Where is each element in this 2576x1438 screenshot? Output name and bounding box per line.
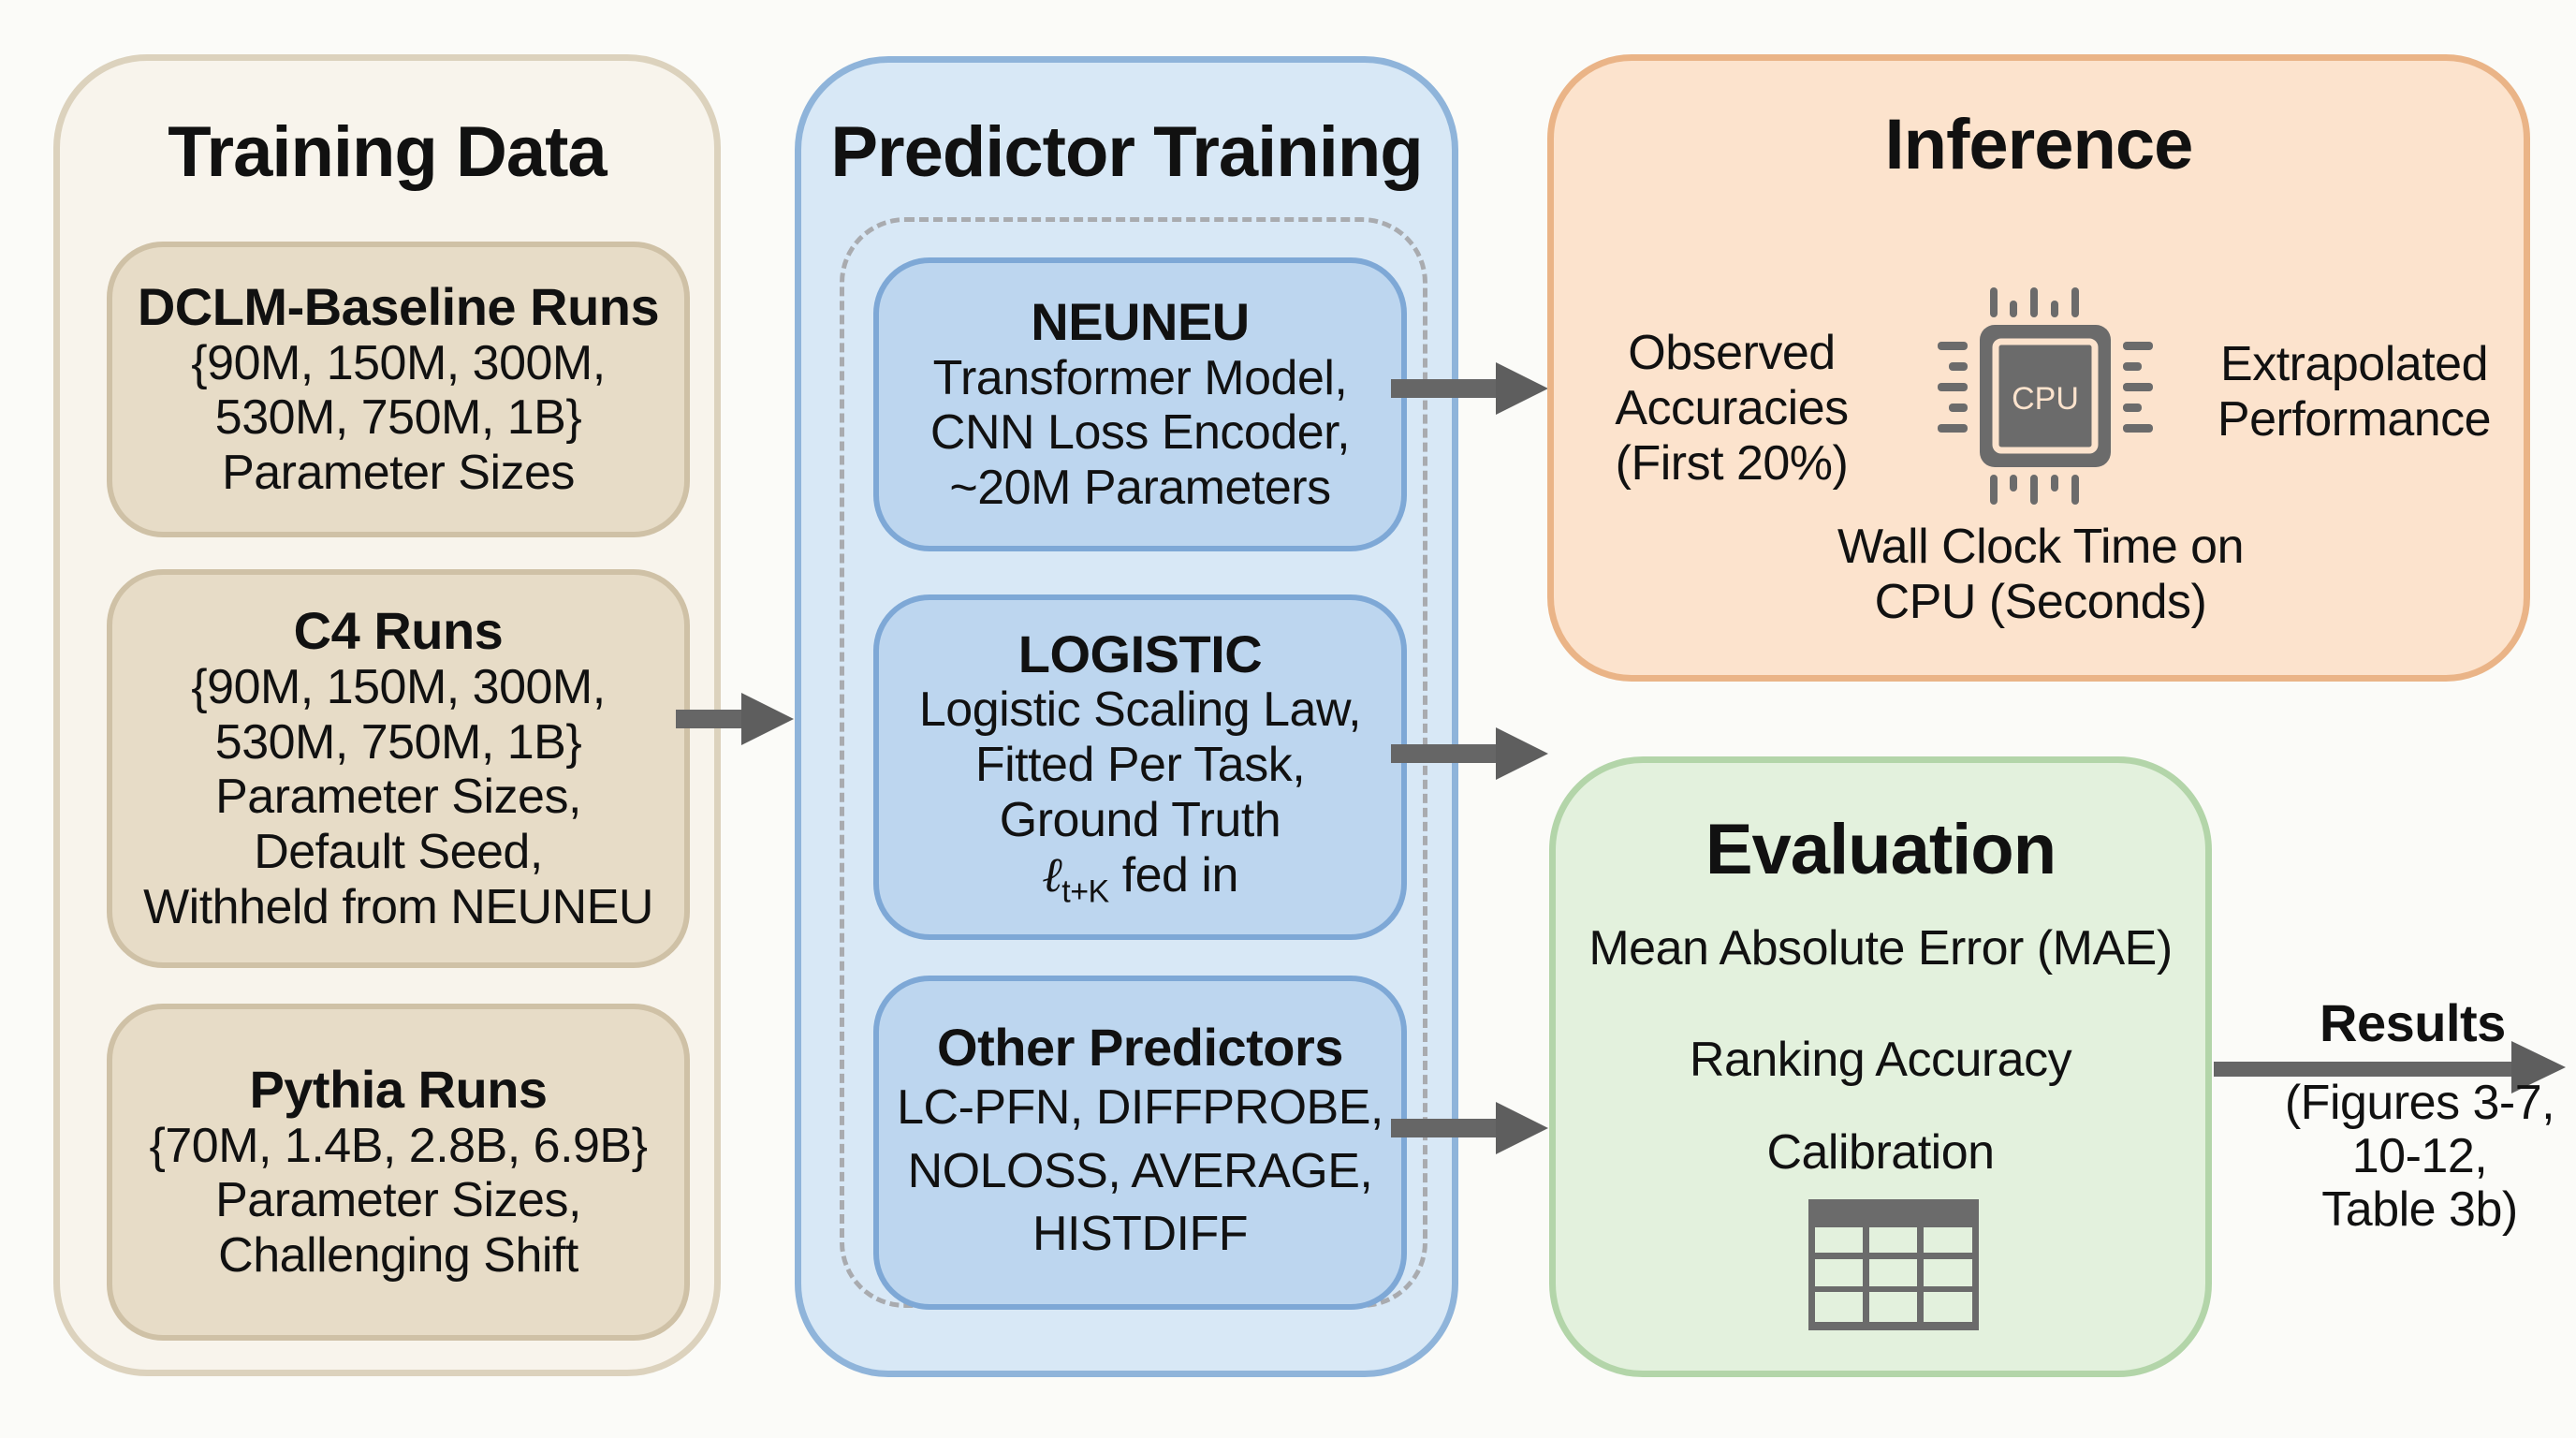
logistic-line: Fitted Per Task, — [974, 738, 1306, 793]
c4-line: Default Seed, — [254, 825, 543, 880]
cpu-pins-bottom — [1990, 475, 2079, 505]
inference-title: Inference — [1884, 105, 2194, 184]
other-predictors-line: NOLOSS, AVERAGE, — [907, 1143, 1373, 1198]
results-label: Results — [2320, 993, 2506, 1052]
arrow-neuneu-to-inference — [1391, 362, 1548, 415]
arrow-shaft — [676, 710, 745, 728]
arrow-head — [1496, 362, 1548, 415]
arrow-training-to-predictor — [676, 693, 794, 745]
formula-suffix: fed in — [1121, 847, 1239, 902]
metric-calibration: Calibration — [1766, 1125, 1995, 1180]
pythia-runs-box: Pythia Runs {70M, 1.4B, 2.8B, 6.9B} Para… — [107, 1004, 690, 1341]
other-predictors-box: Other Predictors LC-PFN, DIFFPROBE, NOLO… — [873, 976, 1407, 1310]
other-predictors-line: LC-PFN, DIFFPROBE, — [897, 1079, 1383, 1135]
neuneu-line: CNN Loss Encoder, — [929, 405, 1351, 461]
logistic-line: Ground Truth — [999, 792, 1281, 847]
predictor-training-panel: Predictor Training NEUNEU Transformer Mo… — [795, 56, 1458, 1377]
time-line: Wall Clock Time on — [1837, 520, 2245, 574]
time-line: CPU (Seconds) — [1874, 574, 2207, 629]
evaluation-panel: Evaluation Mean Absolute Error (MAE) Ran… — [1549, 756, 2212, 1377]
c4-line: Withheld from NEUNEU — [143, 879, 653, 934]
training-data-title: Training Data — [168, 112, 607, 192]
pythia-runs-title: Pythia Runs — [249, 1060, 548, 1120]
metric-ranking-accuracy: Ranking Accuracy — [1689, 1033, 2072, 1087]
cpu-chip-icon: CPU — [1938, 287, 2153, 505]
arrow-head — [1496, 727, 1548, 780]
other-predictors-line: HISTDIFF — [1032, 1207, 1248, 1262]
results-detail-line: (Figures 3-7, — [2284, 1076, 2555, 1130]
dclm-line: {90M, 150M, 300M, — [191, 335, 606, 390]
logistic-line: Logistic Scaling Law, — [918, 682, 1362, 738]
predictor-training-title: Predictor Training — [830, 112, 1423, 192]
cpu-pins-top — [1990, 287, 2079, 317]
arrow-head — [741, 693, 794, 745]
arrow-shaft — [2214, 1062, 2513, 1077]
dclm-baseline-title: DCLM-Baseline Runs — [137, 277, 660, 337]
neuneu-box: NEUNEU Transformer Model, CNN Loss Encod… — [873, 257, 1407, 551]
arrow-other-to-evaluation — [1391, 1102, 1548, 1154]
dclm-line: 530M, 750M, 1B} — [214, 390, 582, 446]
c4-line: 530M, 750M, 1B} — [214, 714, 582, 770]
pythia-line: Challenging Shift — [218, 1228, 578, 1284]
metric-mae: Mean Absolute Error (MAE) — [1588, 921, 2173, 976]
results-detail-line: 10-12, — [2351, 1129, 2488, 1184]
cpu-label: CPU — [2012, 381, 2079, 417]
input-line: Observed — [1628, 326, 1836, 380]
output-line: Performance — [2217, 391, 2492, 447]
arrow-head — [2511, 1041, 2566, 1093]
extrapolated-performance-label: Extrapolated Performance — [2209, 337, 2499, 448]
training-data-panel: Training Data DCLM-Baseline Runs {90M, 1… — [53, 54, 721, 1376]
neuneu-line: ~20M Parameters — [949, 461, 1331, 516]
observed-accuracies-label: Observed Accuracies (First 20%) — [1591, 326, 1872, 491]
results-detail: (Figures 3-7, 10-12, Table 3b) — [2265, 1076, 2574, 1238]
logistic-formula: ℓt+K fed in — [1042, 846, 1239, 910]
pythia-line: Parameter Sizes, — [215, 1173, 581, 1228]
inference-panel: Inference Observed Accuracies (First 20%… — [1547, 54, 2530, 682]
c4-line: Parameter Sizes, — [215, 770, 581, 825]
input-line: Accuracies — [1615, 380, 1849, 435]
arrow-shaft — [1391, 1119, 1501, 1137]
arrow-logistic-to-output — [1391, 727, 1548, 780]
neuneu-title: NEUNEU — [1031, 292, 1250, 352]
arrow-shaft — [1391, 744, 1501, 763]
table-icon — [1808, 1199, 1979, 1330]
cpu-pins-left — [1938, 342, 1968, 433]
pythia-line: {70M, 1.4B, 2.8B, 6.9B} — [149, 1118, 649, 1173]
neuneu-line: Transformer Model, — [932, 350, 1348, 405]
c4-runs-box: C4 Runs {90M, 150M, 300M, 530M, 750M, 1B… — [107, 569, 690, 968]
c4-runs-title: C4 Runs — [293, 601, 504, 661]
arrow-head — [1496, 1102, 1548, 1154]
evaluation-title: Evaluation — [1705, 810, 2056, 889]
other-predictors-title: Other Predictors — [937, 1018, 1343, 1078]
cpu-pins-right — [2123, 342, 2153, 433]
dclm-line: Parameter Sizes — [222, 446, 575, 501]
loss-subscript: t+K — [1061, 873, 1109, 909]
arrow-shaft — [1391, 379, 1501, 398]
logistic-box: LOGISTIC Logistic Scaling Law, Fitted Pe… — [873, 594, 1407, 940]
logistic-title: LOGISTIC — [1017, 624, 1263, 683]
c4-line: {90M, 150M, 300M, — [191, 659, 606, 714]
wall-clock-time-label: Wall Clock Time on CPU (Seconds) — [1797, 520, 2284, 630]
dclm-baseline-box: DCLM-Baseline Runs {90M, 150M, 300M, 530… — [107, 242, 690, 537]
results-detail-line: Table 3b) — [2321, 1182, 2518, 1238]
arrow-evaluation-to-results — [2214, 1039, 2569, 1095]
loss-symbol: ℓ — [1042, 846, 1062, 903]
output-line: Extrapolated — [2220, 337, 2488, 391]
input-line: (First 20%) — [1615, 435, 1849, 491]
